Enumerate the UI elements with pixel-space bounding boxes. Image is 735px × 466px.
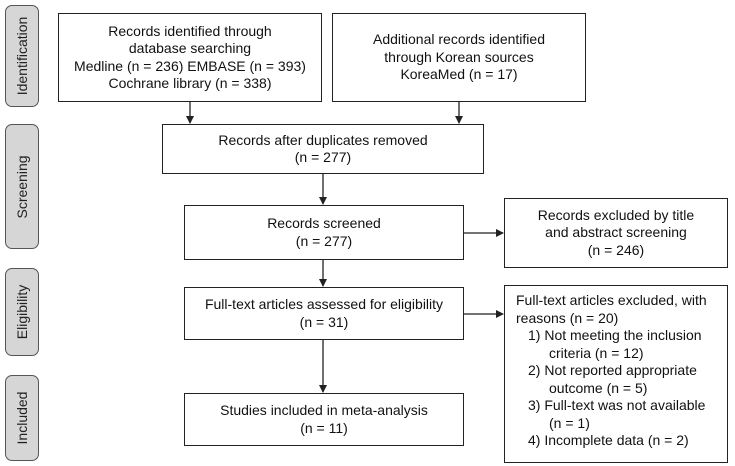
korean-line-3: KoreaMed (n = 17) (400, 66, 518, 83)
ft-excl-reason-1-cont: criteria (n = 12) (549, 344, 644, 361)
box-duplicates-removed: Records after duplicates removed (n = 27… (162, 124, 484, 174)
box-records-screened: Records screened (n = 277) (184, 205, 464, 260)
korean-line-1: Additional records identified (373, 31, 545, 48)
box-excluded-title-abstract: Records excluded by title and abstract s… (504, 198, 728, 268)
dup-line-2: (n = 277) (294, 149, 352, 165)
db-search-line-2: database searching (128, 40, 252, 56)
ft-excl-line-1: Full-text articles excluded, with (516, 292, 707, 308)
included-line-1: Studies included in meta-analysis (220, 402, 428, 418)
box-studies-included: Studies included in meta-analysis (n = 1… (184, 393, 464, 446)
db-search-line-1: Records identified through (108, 22, 272, 39)
included-line-2: (n = 11) (300, 419, 348, 436)
ft-excl-reason-1: 1) Not meeting the inclusion (528, 327, 702, 343)
phase-identification: Identification (5, 5, 39, 107)
box-database-search: Records identified through database sear… (58, 13, 322, 102)
box-fulltext-excluded: Full-text articles excluded, with reason… (504, 285, 728, 463)
ft-excl-reason-3: 3) Full-text was not available (528, 397, 706, 413)
phase-eligibility: Eligibility (5, 268, 39, 356)
ft-excl-line-2: reasons (n = 20) (516, 309, 619, 326)
ft-excl-reason-4: 4) Incomplete data (n = 2) (528, 432, 689, 448)
phase-screening: Screening (5, 124, 39, 249)
excl-title-line-2: and abstract screening (545, 224, 687, 241)
phase-included: Included (5, 375, 39, 461)
dup-line-1: Records after duplicates removed (218, 131, 428, 148)
db-search-line-4: Cochrane library (n = 338) (108, 75, 272, 91)
screened-line-2: (n = 277) (295, 232, 353, 249)
screened-line-1: Records screened (267, 215, 381, 231)
box-fulltext-assessed: Full-text articles assessed for eligibil… (184, 287, 464, 340)
fulltext-line-2: (n = 31) (299, 313, 349, 330)
excl-title-line-3: (n = 246) (587, 241, 645, 258)
fulltext-line-1: Full-text articles assessed for eligibil… (204, 296, 444, 312)
ft-excl-reason-2-cont: outcome (n = 5) (549, 379, 648, 396)
ft-excl-reason-2: 2) Not reported appropriate (528, 362, 697, 378)
db-search-line-3: Medline (n = 236) EMBASE (n = 393) (74, 57, 306, 74)
ft-excl-reason-3-cont: (n = 1) (549, 414, 590, 431)
excl-title-line-1: Records excluded by title (537, 206, 695, 223)
box-korean-sources: Additional records identified through Ko… (332, 13, 586, 102)
korean-line-2: through Korean sources (384, 48, 534, 65)
